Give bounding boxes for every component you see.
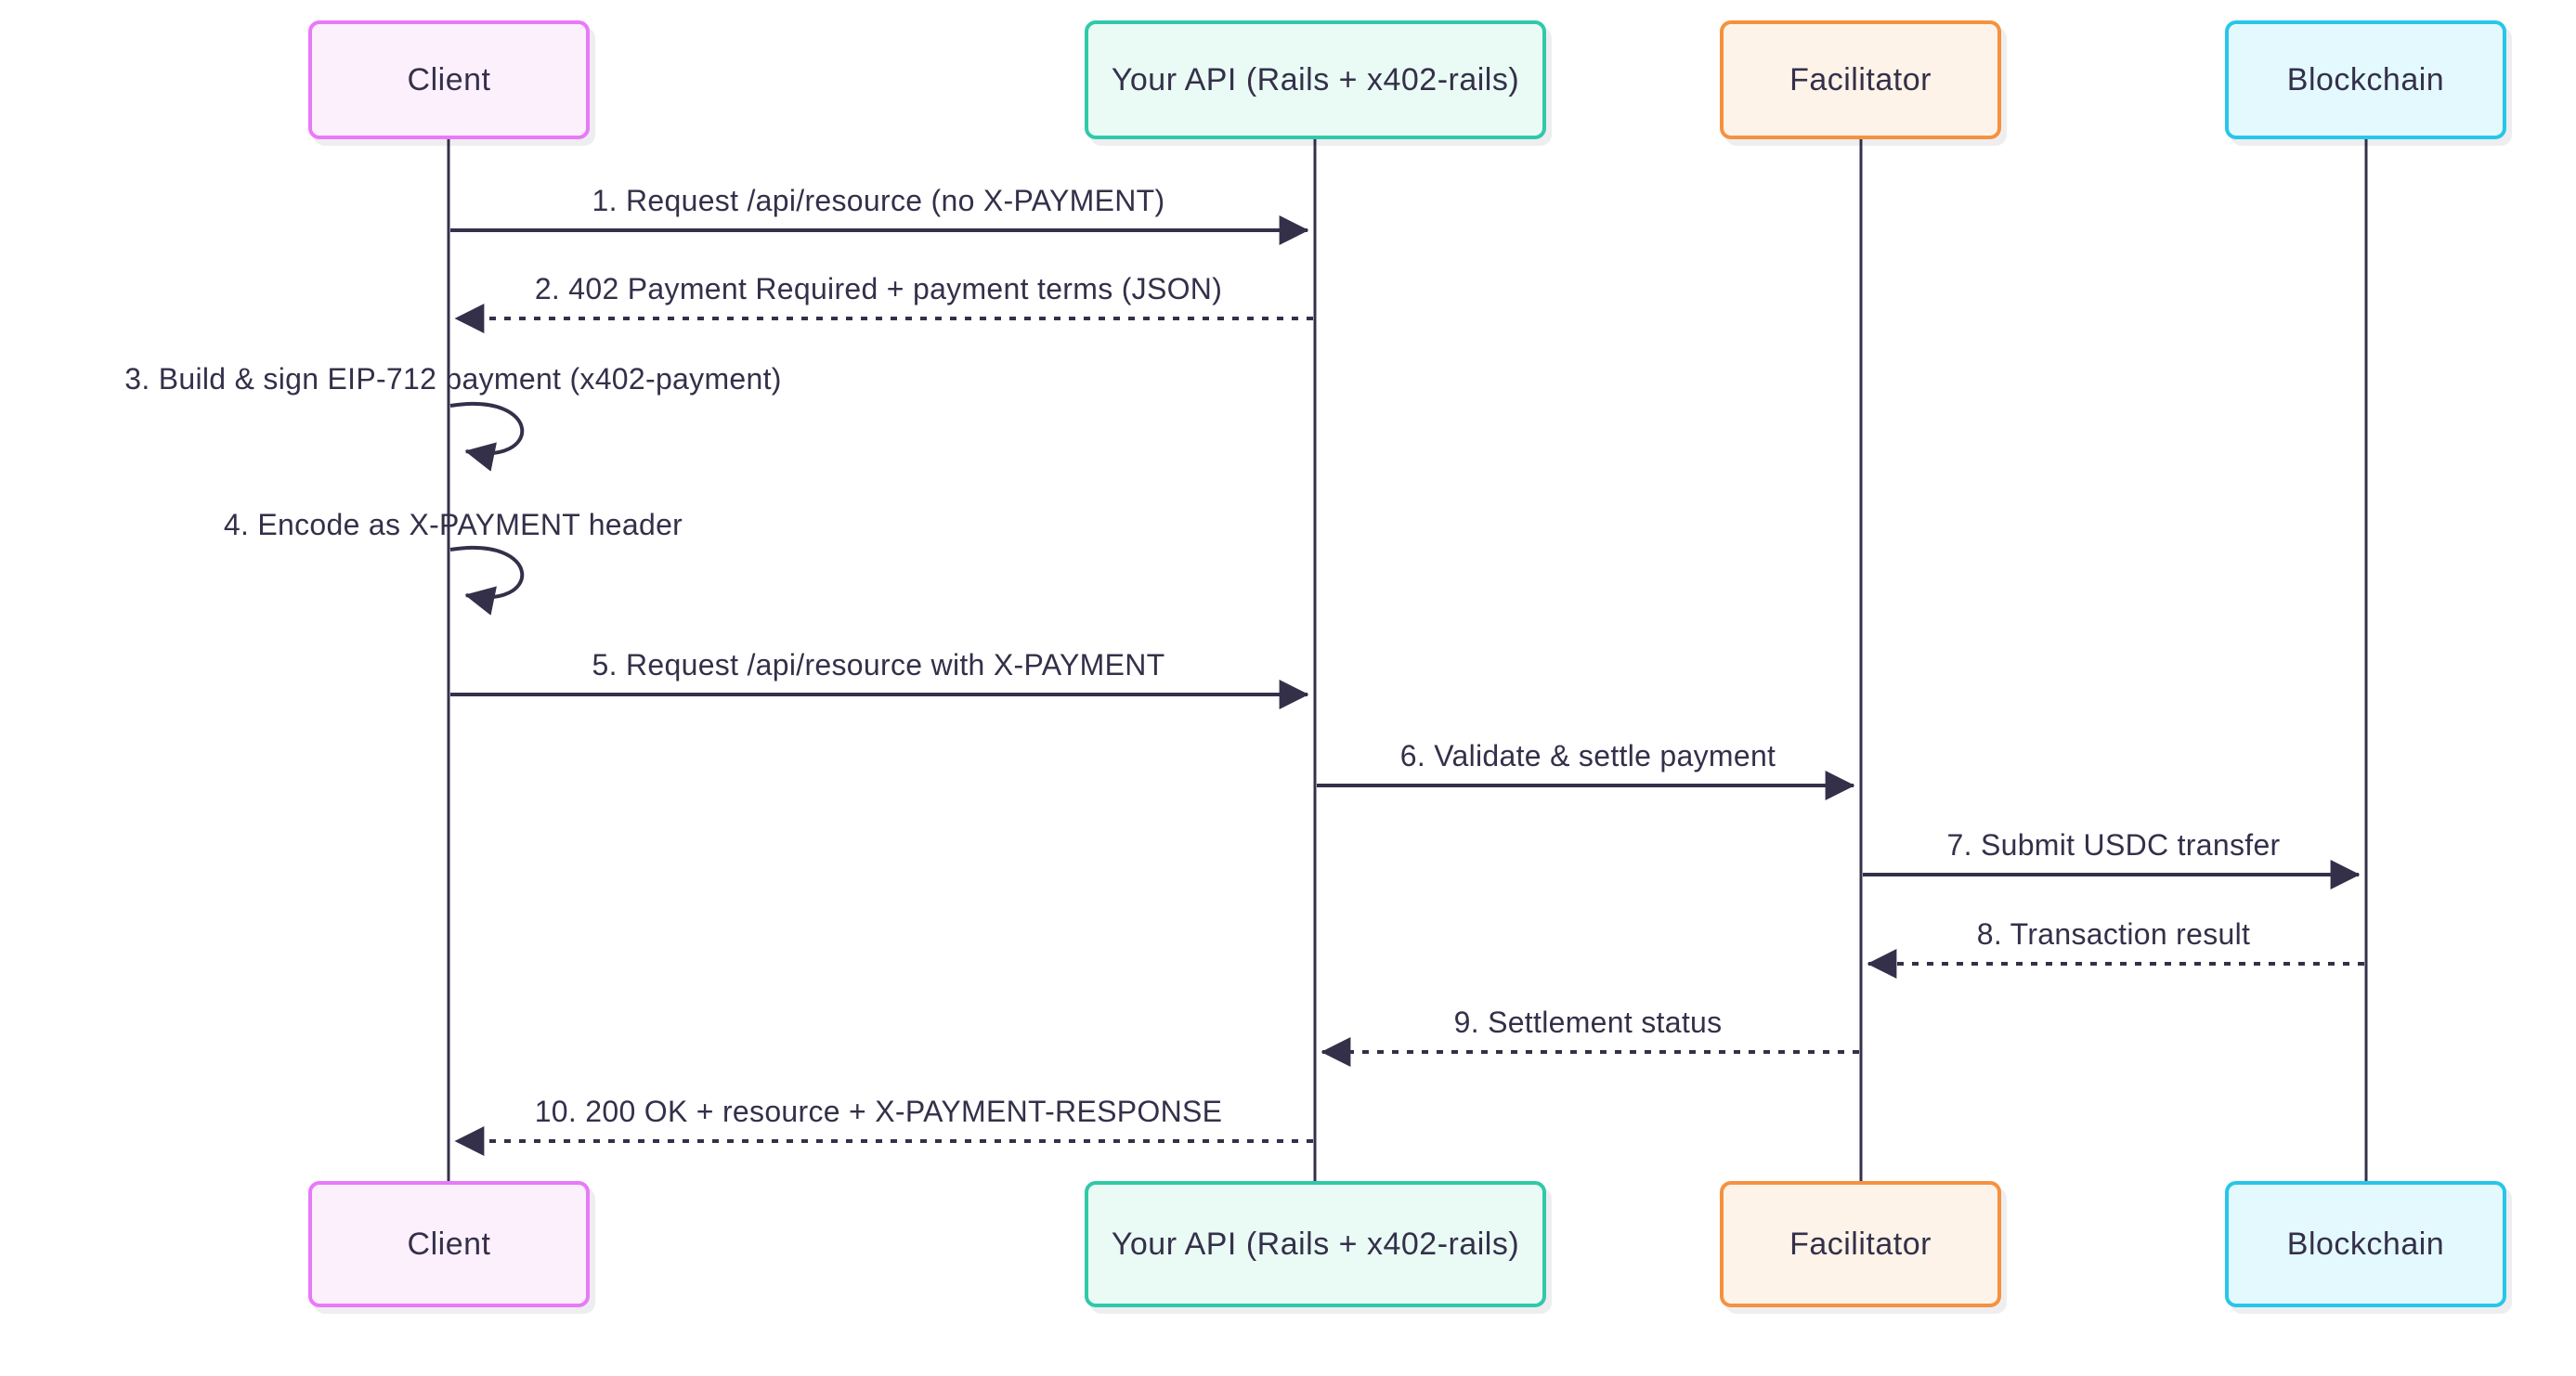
message-7-label: 7. Submit USDC transfer (1946, 828, 2281, 862)
message-3-label: 3. Build & sign EIP-712 payment (x402-pa… (124, 362, 782, 396)
actor-client-label: Client (407, 61, 491, 97)
actor-client-bottom: Client (308, 1181, 590, 1307)
actor-api-top: Your API (Rails + x402-rails) (1085, 20, 1546, 139)
message-9-label: 9. Settlement status (1453, 1006, 1723, 1039)
message-10-label: 10. 200 OK + resource + X-PAYMENT-RESPON… (534, 1095, 1223, 1128)
actor-blockchain-top: Blockchain (2225, 20, 2506, 139)
actor-client-label: Client (407, 1226, 491, 1262)
message-5-label: 5. Request /api/resource with X-PAYMENT (592, 648, 1165, 682)
actor-api-bottom: Your API (Rails + x402-rails) (1085, 1181, 1546, 1307)
message-6-label: 6. Validate & settle payment (1399, 739, 1776, 772)
actor-facilitator-label: Facilitator (1789, 61, 1932, 97)
actor-api-label: Your API (Rails + x402-rails) (1111, 61, 1520, 97)
message-1-label: 1. Request /api/resource (no X-PAYMENT) (592, 184, 1165, 217)
actor-facilitator-top: Facilitator (1720, 20, 2001, 139)
actor-blockchain-label: Blockchain (2286, 61, 2445, 97)
arrow-message-4 (449, 546, 525, 616)
actor-facilitator-bottom: Facilitator (1720, 1181, 2001, 1307)
arrow-message-3 (449, 402, 525, 472)
actor-api-label: Your API (Rails + x402-rails) (1111, 1226, 1520, 1262)
actor-facilitator-label: Facilitator (1789, 1226, 1932, 1262)
actor-client-top: Client (308, 20, 590, 139)
actor-blockchain-bottom: Blockchain (2225, 1181, 2506, 1307)
message-2-label: 2. 402 Payment Required + payment terms … (534, 272, 1223, 305)
actor-blockchain-label: Blockchain (2286, 1226, 2445, 1262)
message-8-label: 8. Transaction result (1976, 917, 2251, 951)
message-4-label: 4. Encode as X-PAYMENT header (223, 508, 683, 541)
